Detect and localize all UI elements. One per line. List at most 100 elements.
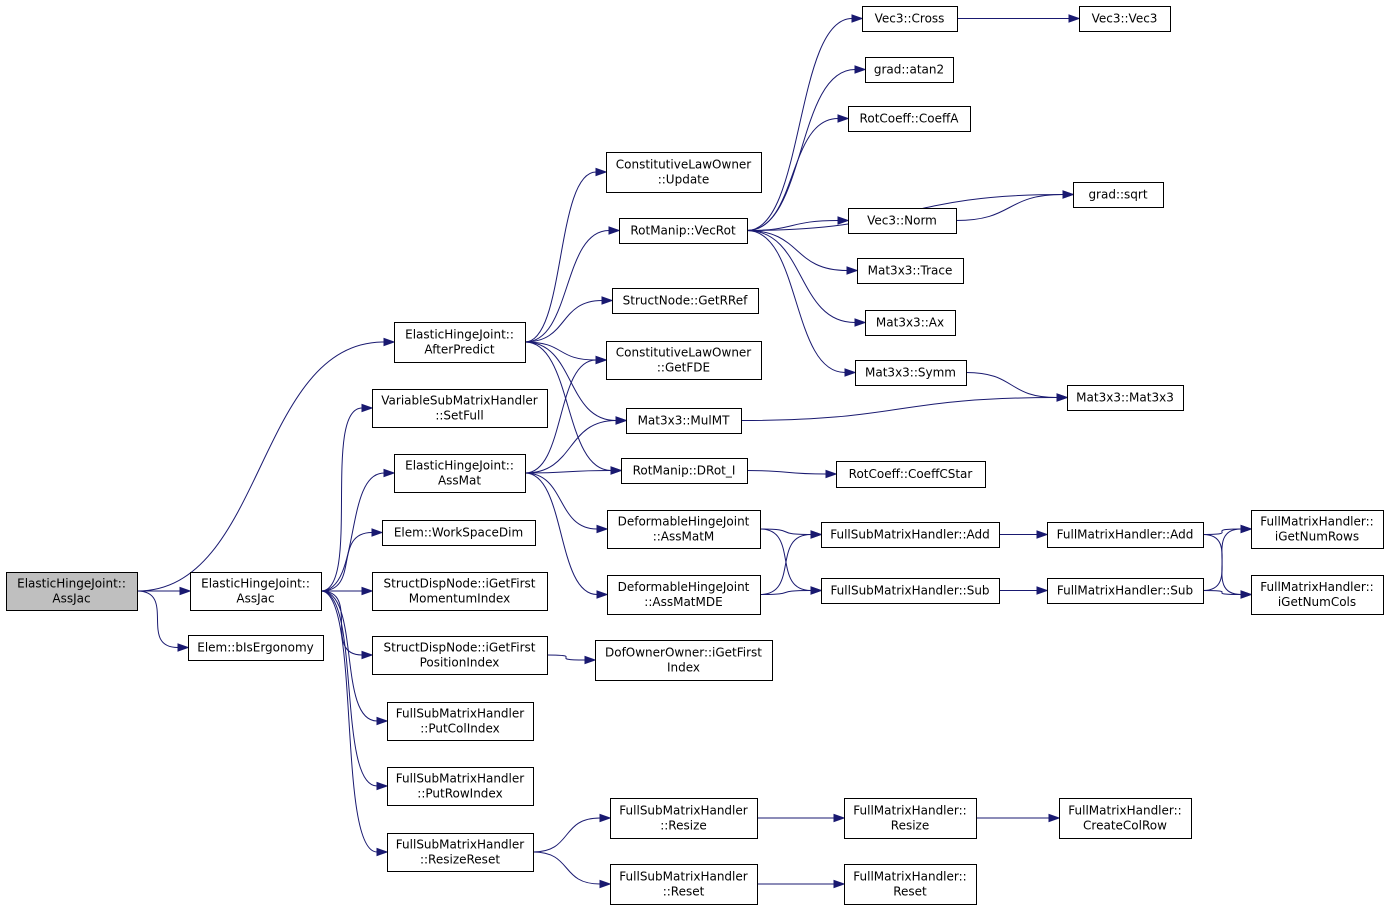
node-dhj-assmatm[interactable]: DeformableHingeJoint::AssMatM <box>607 510 761 549</box>
node-label: ::AssMatM <box>653 530 715 544</box>
arrowhead <box>1240 524 1253 534</box>
edge-line <box>524 341 597 361</box>
edge-vec3_norm-to-grad_sqrt <box>955 190 1075 221</box>
arrowhead <box>596 590 609 599</box>
edge-line <box>320 590 378 722</box>
arrowhead <box>608 226 621 235</box>
node-fmh-cols[interactable]: FullMatrixHandler::iGetNumCols <box>1251 575 1384 615</box>
node-getrref[interactable]: StructNode::GetRRef <box>612 288 759 314</box>
node-grad-sqrt[interactable]: grad::sqrt <box>1073 182 1164 208</box>
arrowhead <box>810 530 823 539</box>
node-ehj-assmat[interactable]: ElasticHingeJoint::AssMat <box>394 454 526 493</box>
node-fmh-createcolrow[interactable]: FullMatrixHandler::CreateColRow <box>1059 798 1192 839</box>
node-fmh-reset[interactable]: FullMatrixHandler::Reset <box>844 864 977 905</box>
edge-ehj_assmat-to-drot <box>524 466 623 475</box>
arrowhead <box>1240 590 1253 599</box>
node-fsmh-reset[interactable]: FullSubMatrixHandler::Reset <box>610 864 758 905</box>
node-label: Mat3x3::Symm <box>865 366 956 380</box>
edge-line <box>746 470 827 475</box>
node-label: VariableSubMatrixHandler <box>381 394 538 408</box>
node-afterpredict[interactable]: ElasticHingeJoint::AfterPredict <box>394 322 526 363</box>
edge-line <box>320 472 385 592</box>
node-label: ::Reset <box>663 885 705 899</box>
node-drot[interactable]: RotManip::DRot_I <box>621 458 748 484</box>
node-vec3-vec3[interactable]: Vec3::Vec3 <box>1079 6 1171 32</box>
node-label: FullSubMatrixHandler <box>396 772 524 786</box>
node-label: MomentumIndex <box>409 592 510 606</box>
node-vecrot[interactable]: RotManip::VecRot <box>619 218 748 244</box>
node-rotcoeff-cstar[interactable]: RotCoeff::CoeffCStar <box>836 461 986 488</box>
node-ehj-assjac[interactable]: ElasticHingeJoint::AssJac <box>190 572 322 611</box>
edge-root-to-bisergonomy <box>136 590 190 652</box>
node-mulmt[interactable]: Mat3x3::MulMT <box>626 408 742 434</box>
node-clo-update[interactable]: ConstitutiveLawOwner::Update <box>606 152 762 193</box>
node-label: StructDispNode::iGetFirst <box>384 641 536 655</box>
arrowhead <box>615 416 628 425</box>
arrowhead <box>376 716 389 726</box>
node-box <box>621 458 748 484</box>
arrowhead <box>383 468 396 478</box>
node-workspacedim[interactable]: Elem::WorkSpaceDim <box>382 520 536 546</box>
node-fsmh-resize[interactable]: FullSubMatrixHandler::Resize <box>610 798 758 839</box>
node-root[interactable]: ElasticHingeJoint::AssJac <box>6 572 138 611</box>
node-label: FullMatrixHandler:: <box>1260 515 1373 529</box>
node-label: FullSubMatrixHandler::Sub <box>830 584 989 598</box>
edges-layer <box>136 14 1253 889</box>
node-label: Elem::bIsErgonomy <box>197 641 313 655</box>
node-box <box>836 461 986 488</box>
arrowhead <box>361 586 374 596</box>
node-dhj-assmatmde[interactable]: DeformableHingeJoint::AssMatMDE <box>607 575 761 615</box>
node-label: FullSubMatrixHandler::Add <box>830 528 990 542</box>
node-box <box>821 578 1000 604</box>
edge-vecrot-to-mat3_symm <box>746 230 857 377</box>
arrowhead <box>825 469 838 479</box>
node-rotcoeff-a[interactable]: RotCoeff::CoeffA <box>848 106 971 132</box>
node-label: ::GetFDE <box>657 361 710 375</box>
node-fmh-rows[interactable]: FullMatrixHandler::iGetNumRows <box>1251 510 1384 549</box>
arrowhead <box>854 65 867 74</box>
node-clo-getfde[interactable]: ConstitutiveLawOwner::GetFDE <box>606 341 762 380</box>
node-fsmh-resizereset[interactable]: FullSubMatrixHandler::ResizeReset <box>387 833 534 872</box>
node-label: Mat3x3::Trace <box>868 264 953 278</box>
arrowhead <box>599 879 612 889</box>
node-bisergonomy[interactable]: Elem::bIsErgonomy <box>188 635 324 661</box>
node-mat3-trace[interactable]: Mat3x3::Trace <box>857 258 964 284</box>
node-box <box>372 389 548 428</box>
edge-line <box>320 532 373 592</box>
node-box <box>394 454 526 493</box>
node-label: ::AssMatMDE <box>644 595 722 609</box>
edge-ehj_assjac-to-workspacedim <box>320 528 384 592</box>
node-fsmh-add[interactable]: FullSubMatrixHandler::Add <box>821 522 1000 548</box>
edge-line <box>746 118 839 231</box>
node-label: CreateColRow <box>1083 819 1167 833</box>
edge-vecrot-to-mat3_ax <box>746 230 867 327</box>
node-label: ElasticHingeJoint:: <box>405 328 514 342</box>
arrowhead <box>837 114 850 123</box>
node-fmh-resize[interactable]: FullMatrixHandler::Resize <box>844 798 977 839</box>
node-box <box>188 635 324 661</box>
edge-line <box>546 654 586 661</box>
node-vsmh-setfull[interactable]: VariableSubMatrixHandler::SetFull <box>372 389 548 428</box>
node-vec3-cross[interactable]: Vec3::Cross <box>862 6 958 32</box>
node-fsmh-putrow[interactable]: FullSubMatrixHandler::PutRowIndex <box>387 767 534 806</box>
node-grad-atan2[interactable]: grad::atan2 <box>865 57 954 83</box>
node-label: AfterPredict <box>424 343 494 357</box>
node-mat3-mat3[interactable]: Mat3x3::Mat3x3 <box>1067 385 1184 411</box>
node-mat3-symm[interactable]: Mat3x3::Symm <box>855 360 967 386</box>
node-vec3-norm[interactable]: Vec3::Norm <box>848 208 957 234</box>
node-label: ::SetFull <box>435 409 483 423</box>
node-fmh-add[interactable]: FullMatrixHandler::Add <box>1047 522 1204 548</box>
node-fmh-sub[interactable]: FullMatrixHandler::Sub <box>1047 578 1204 604</box>
arrowhead <box>1036 530 1049 539</box>
edge-afterpredict-to-vecrot <box>524 226 621 343</box>
node-fsmh-putcol[interactable]: FullSubMatrixHandler::PutColIndex <box>387 702 534 741</box>
node-mat3-ax[interactable]: Mat3x3::Ax <box>865 310 956 336</box>
node-label: StructNode::GetRRef <box>623 294 748 308</box>
arrowhead <box>1062 190 1075 199</box>
arrowhead <box>846 266 859 275</box>
edge-drot-to-rotcoeff_cstar <box>746 469 838 479</box>
node-fsmh-sub[interactable]: FullSubMatrixHandler::Sub <box>821 578 1000 604</box>
